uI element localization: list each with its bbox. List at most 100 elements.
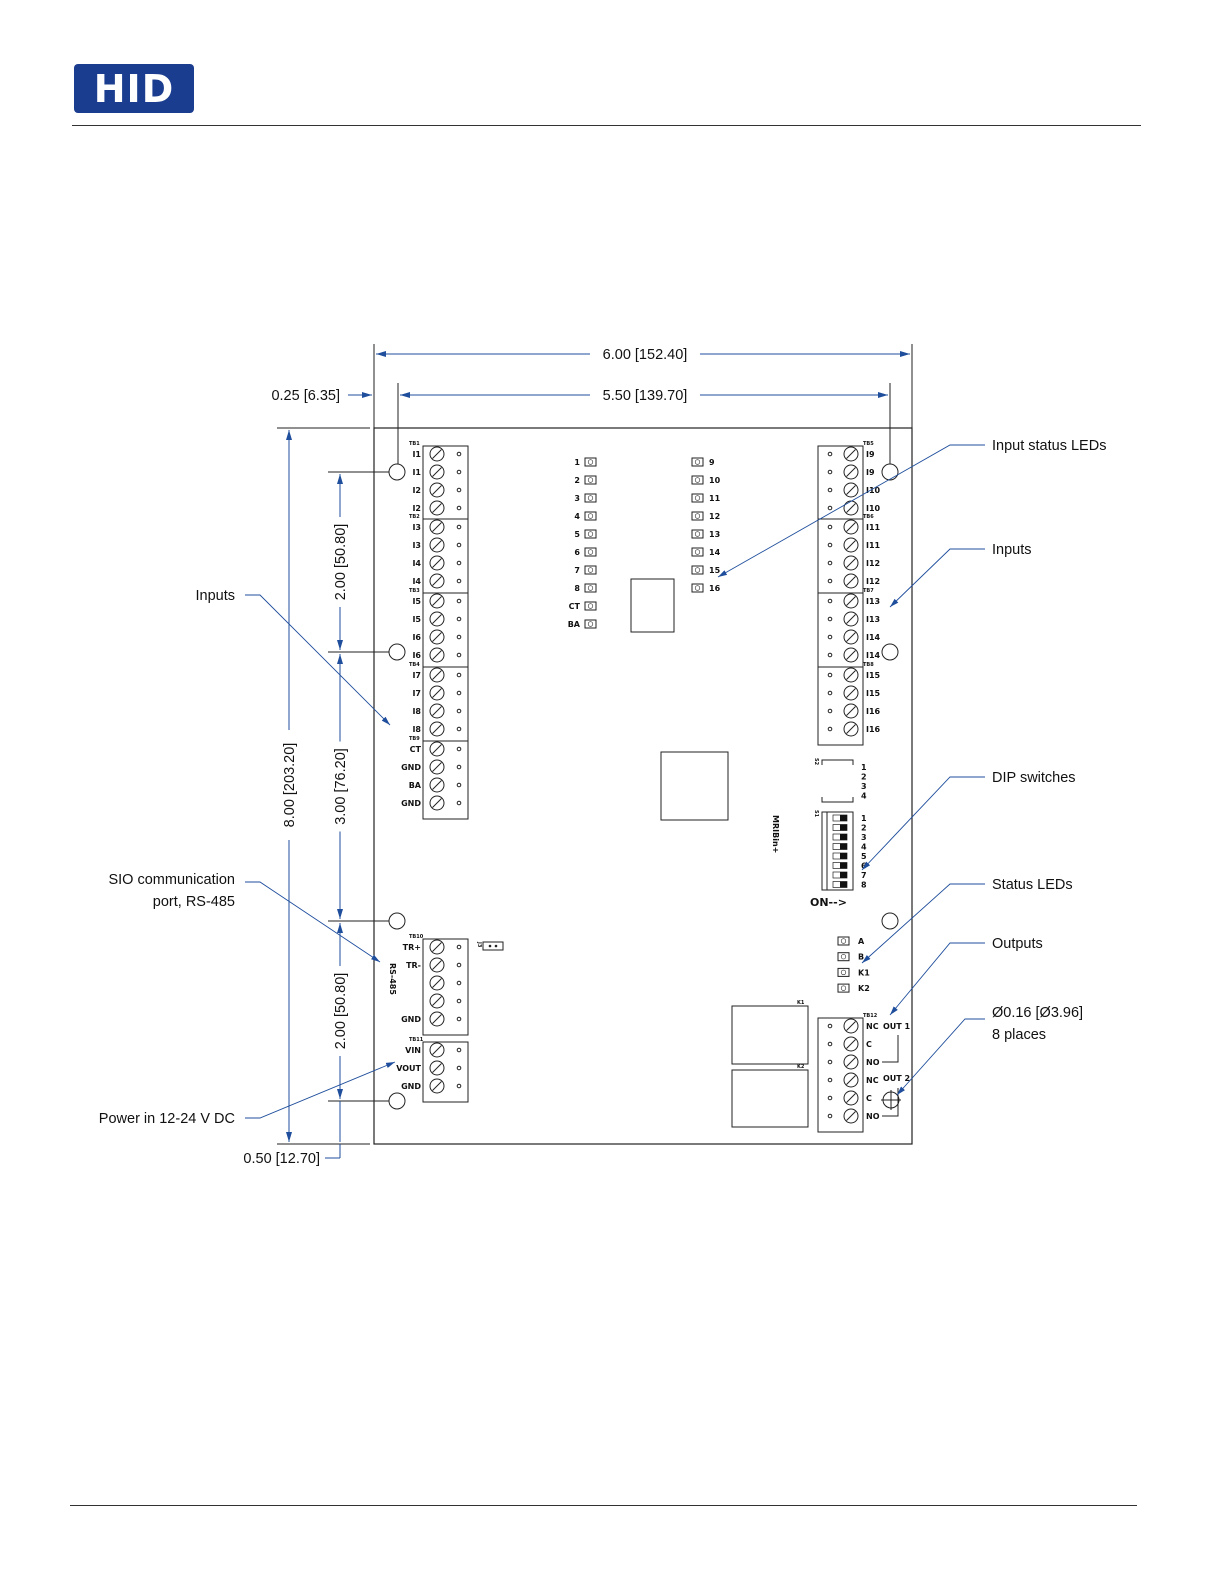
pin-hole [827, 672, 833, 678]
dip-position: 2 [861, 773, 867, 782]
callout-power: Power in 12-24 V DC [99, 1111, 235, 1127]
led [584, 583, 597, 593]
screw-terminal [429, 975, 445, 991]
pin-label: I12 [866, 559, 880, 568]
callout-input-status-leds: Input status LEDs [992, 438, 1106, 454]
led-lens [587, 531, 594, 537]
led-lens [694, 495, 701, 501]
dip-toggle-on [840, 843, 847, 850]
screw-terminal [429, 500, 445, 516]
pin-hole [456, 962, 462, 968]
led-lens [694, 459, 701, 465]
pin-hole [456, 652, 462, 658]
pin-hole [827, 726, 833, 732]
led [691, 511, 704, 521]
dip-position: 1 [861, 814, 867, 823]
callout-hole-size: Ø0.16 [Ø3.96] [992, 1005, 1083, 1021]
pin-hole [456, 542, 462, 548]
screw-terminal [429, 611, 445, 627]
pin-label: I15 [866, 689, 881, 698]
pin-hole [456, 451, 462, 457]
header-divider [72, 125, 1141, 126]
screw-terminal [843, 593, 859, 609]
screw-terminal [429, 519, 445, 535]
screw-slot [846, 558, 856, 568]
pin-label: I15 [866, 671, 881, 680]
led-label: 9 [709, 458, 715, 467]
pin-hole [827, 1077, 833, 1083]
led [584, 511, 597, 521]
led [691, 583, 704, 593]
pin-label: I16 [866, 707, 881, 716]
dim-spacing-1: 2.00 [50.80] [333, 524, 349, 601]
dip-on-label: ON--> [810, 896, 847, 909]
pin-label: VOUT [396, 1064, 421, 1073]
dip-toggle-on [840, 853, 847, 859]
callout-inputs-left-leader [245, 594, 391, 726]
pin-hole [827, 560, 833, 566]
screw-slot [432, 942, 442, 952]
pin-hole [827, 505, 833, 511]
pin-label: I13 [866, 597, 880, 606]
pin-label: I3 [412, 541, 421, 550]
pin-hole [456, 1083, 462, 1089]
terminal-block-name: TB8 [863, 662, 874, 668]
pin-label: I11 [866, 541, 881, 550]
led [584, 475, 597, 485]
led-label: 15 [709, 566, 721, 575]
terminal-block-name: TB1 [409, 441, 420, 447]
callout-sio-line2: port, RS-485 [153, 894, 235, 910]
pin-hole [456, 708, 462, 714]
screw-slot [846, 540, 856, 550]
led-lens [694, 477, 701, 483]
screw-slot [432, 762, 442, 772]
led-label: 5 [574, 530, 580, 539]
pin-hole [456, 944, 462, 950]
pin-label: BA [409, 781, 422, 790]
pin-label: I1 [412, 450, 421, 459]
pin-label: I5 [412, 615, 421, 624]
led-label: 2 [574, 476, 580, 485]
screw-slot [432, 1063, 442, 1073]
jumper-pin [494, 944, 498, 948]
screw-slot [846, 1075, 856, 1085]
relay-k2-label: K2 [797, 1064, 805, 1070]
terminal-block-name: TB7 [863, 588, 874, 594]
terminal-block-name: TB6 [863, 514, 874, 520]
output-bracket [882, 1035, 899, 1063]
pin-hole [456, 487, 462, 493]
callout-inputs-right-leader [889, 548, 985, 608]
screw-slot [432, 1081, 442, 1091]
pin-hole [827, 542, 833, 548]
pin-hole [456, 634, 462, 640]
relay-k2 [731, 1069, 809, 1128]
pin-label: GND [401, 1082, 421, 1091]
screw-terminal [429, 464, 445, 480]
pin-hole [827, 1041, 833, 1047]
dim-hole-width: 5.50 [139.70] [603, 388, 688, 404]
dim-spacing-2: 3.00 [76.20] [333, 748, 349, 825]
screw-slot [846, 706, 856, 716]
screw-slot [432, 798, 442, 808]
terminal-block-name: TB3 [409, 588, 420, 594]
screw-terminal [843, 1054, 859, 1070]
pin-label: I1 [412, 468, 421, 477]
pin-label: I2 [412, 504, 421, 513]
pin-hole [456, 998, 462, 1004]
dip-toggle-on [840, 834, 847, 840]
mounting-hole [388, 1092, 406, 1110]
screw-terminal [429, 537, 445, 553]
screw-terminal [429, 957, 445, 973]
screw-slot [432, 724, 442, 734]
dip-toggle-on [840, 881, 847, 888]
pin-hole [827, 616, 833, 622]
screw-slot [846, 1039, 856, 1049]
pin-hole [827, 690, 833, 696]
callout-outputs: Outputs [992, 936, 1043, 952]
mounting-hole [881, 912, 899, 930]
screw-slot [432, 1045, 442, 1055]
led [691, 547, 704, 557]
screw-terminal [429, 795, 445, 811]
led [584, 529, 597, 539]
screw-slot [432, 596, 442, 606]
